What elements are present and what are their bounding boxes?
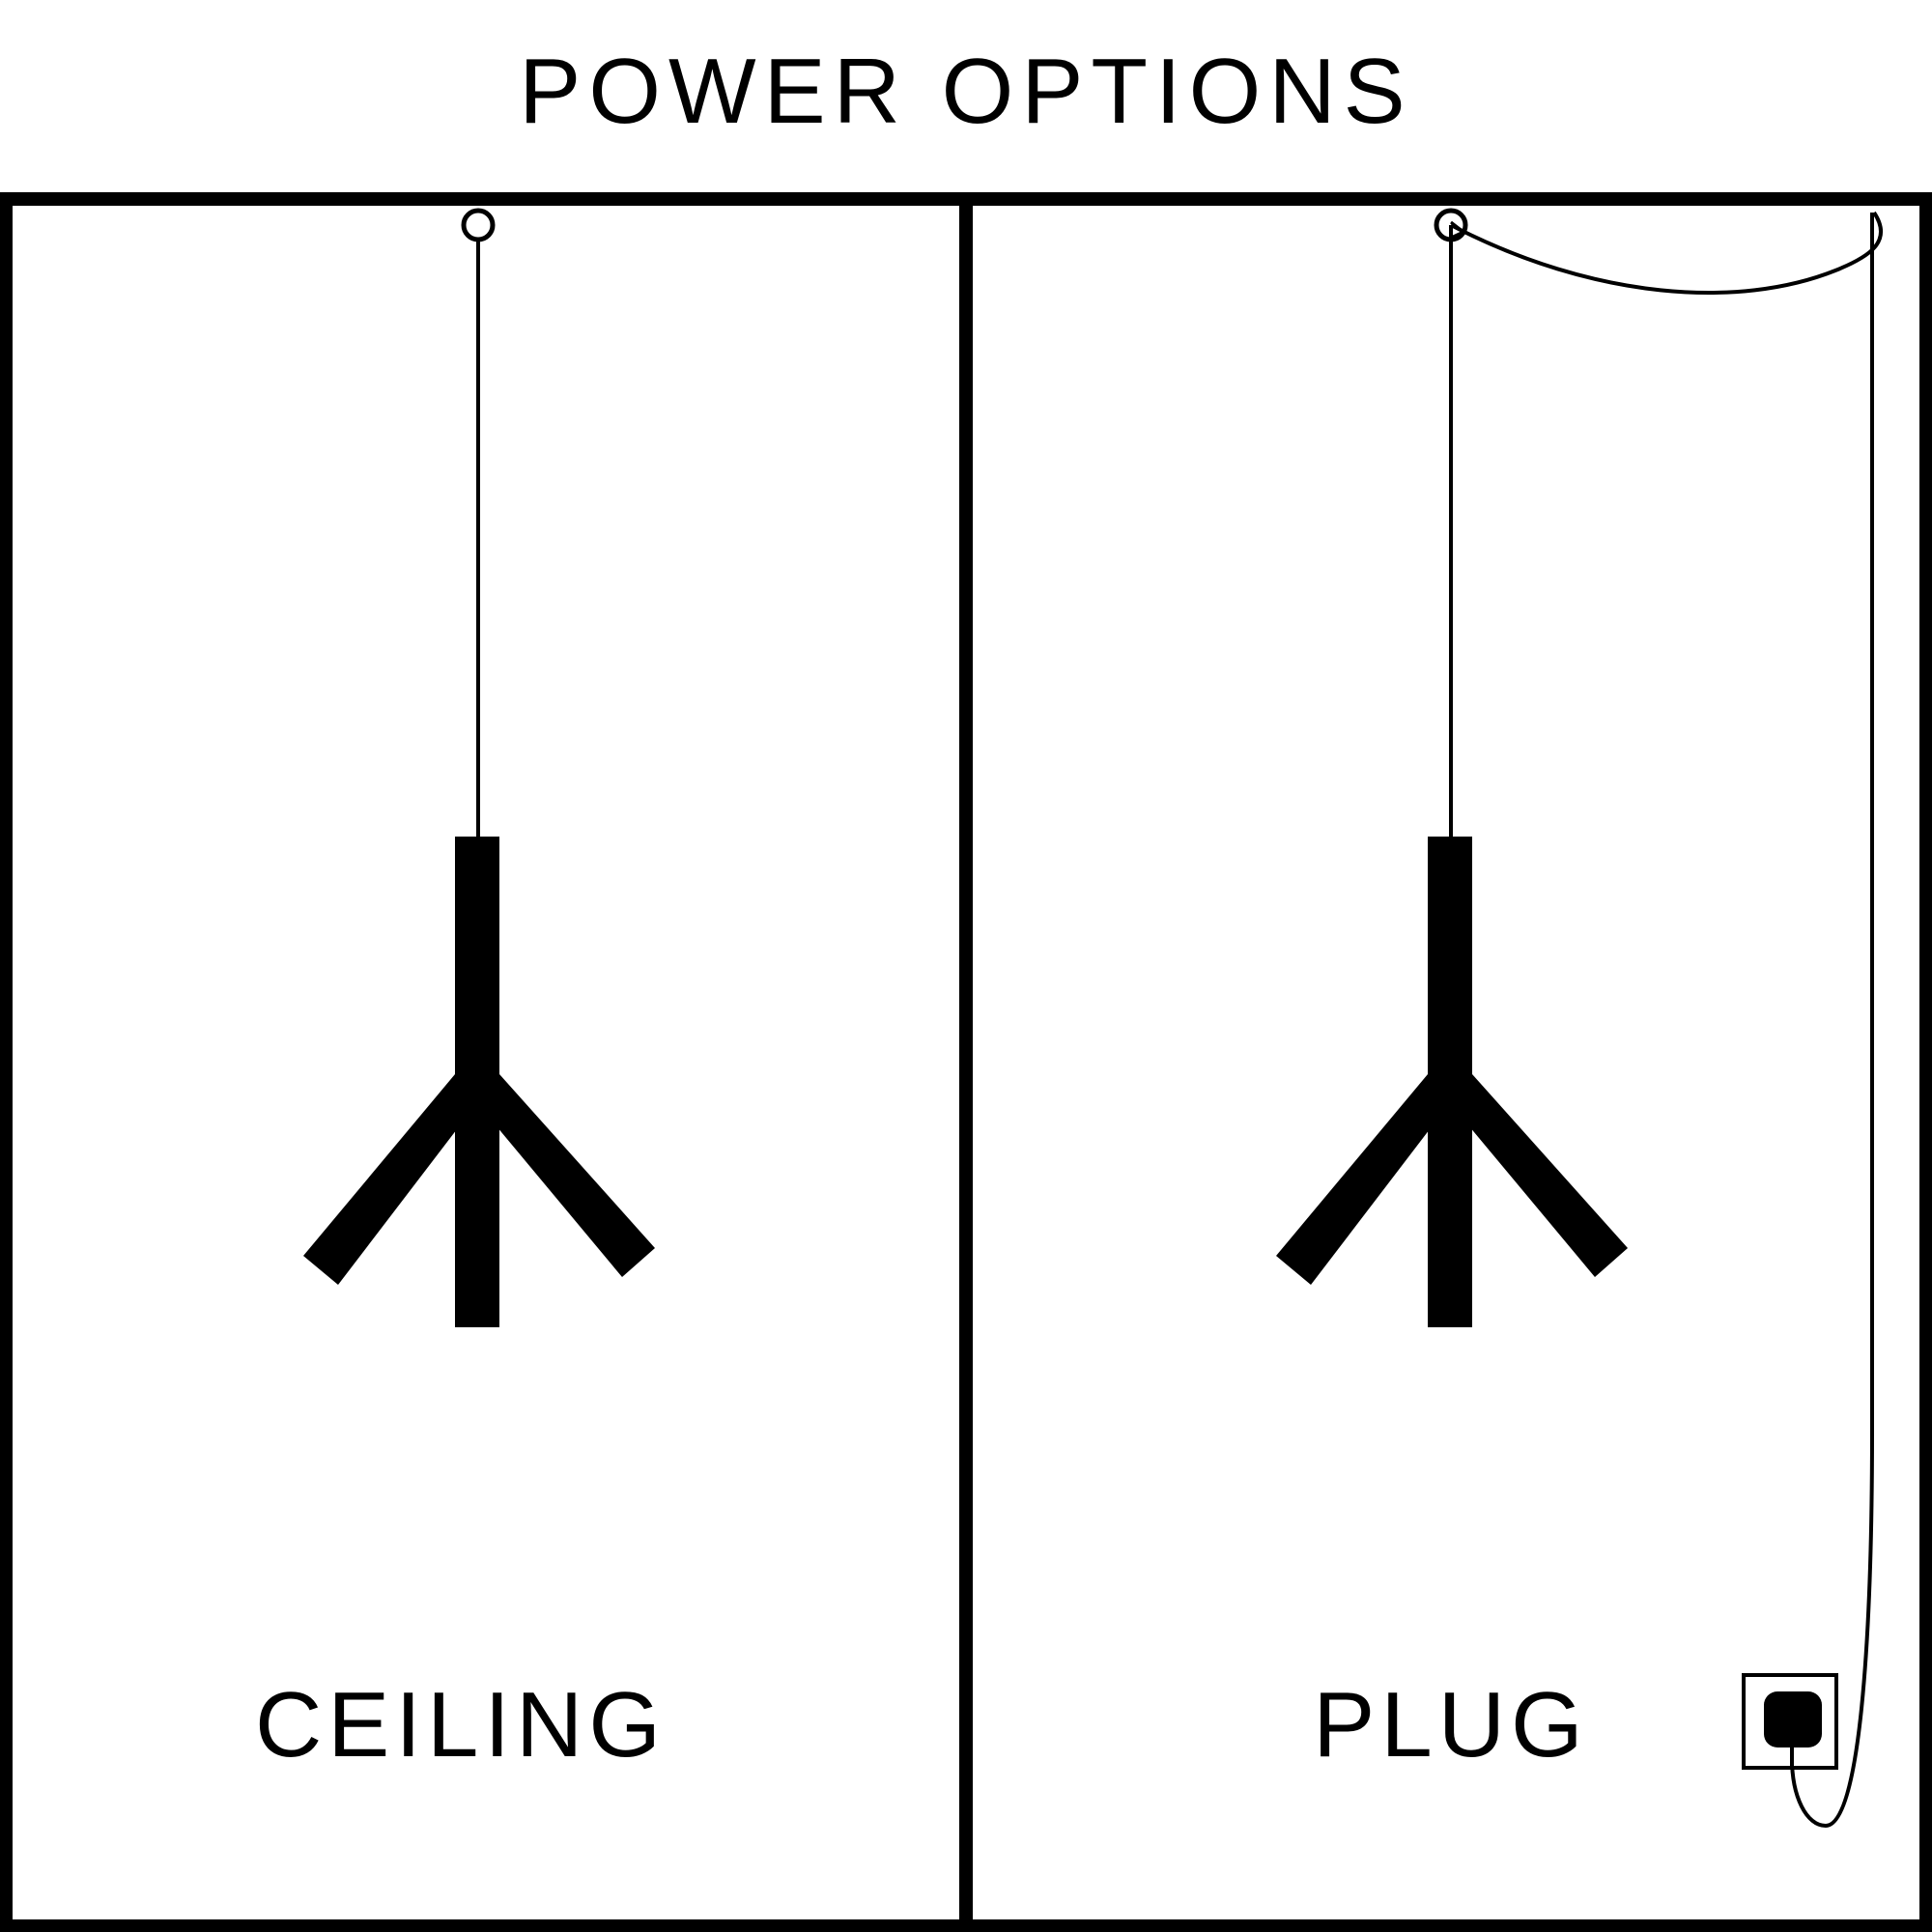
- panel-label-ceiling: CEILING: [255, 1673, 667, 1776]
- panel-label-plug: PLUG: [1313, 1673, 1588, 1776]
- power-cable-icon: [1450, 211, 1884, 1829]
- pendant-light-icon: [303, 837, 655, 1327]
- panel-plug: PLUG: [1276, 208, 1884, 1829]
- page-title: POWER OPTIONS: [519, 40, 1413, 143]
- ceiling-hook-icon: [461, 208, 496, 242]
- wall-socket-icon: [1742, 1673, 1838, 1770]
- cable-connector: [1450, 220, 1466, 240]
- panel-ceiling: CEILING: [255, 208, 667, 1776]
- pendant-light-icon: [1276, 837, 1628, 1327]
